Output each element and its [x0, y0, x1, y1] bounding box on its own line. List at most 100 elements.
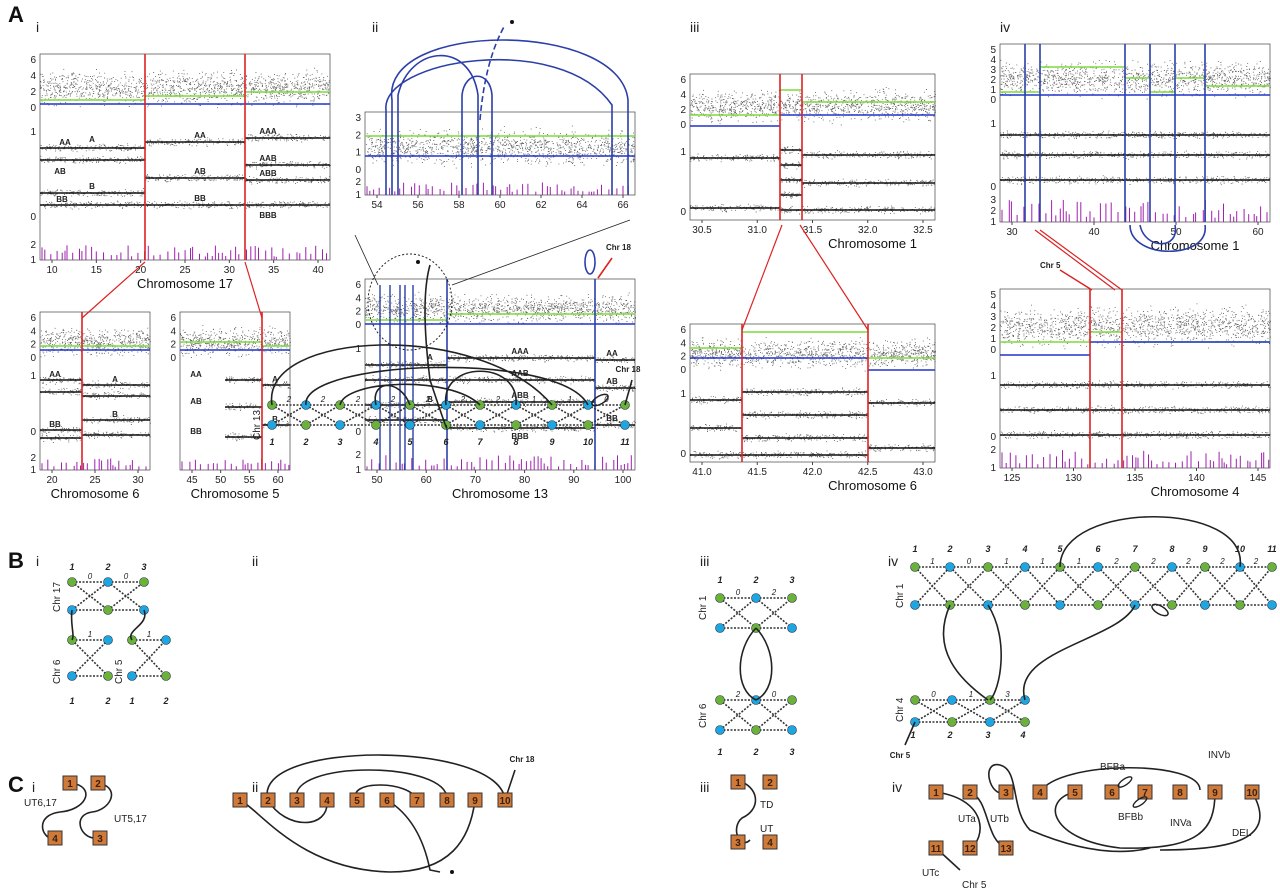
annotation-label: UT6,17	[24, 798, 57, 809]
position-label: 1	[129, 696, 134, 706]
chr-label: Chr 6	[698, 703, 709, 728]
x-tick-label: 140	[1188, 473, 1205, 484]
node-blue	[787, 725, 797, 735]
y-tick-label: 1	[990, 85, 996, 96]
genotype-label: AAB	[259, 154, 277, 163]
x-tick-label: 30.5	[692, 225, 712, 236]
node-blue	[547, 420, 557, 430]
y-tick-label: 1	[990, 334, 996, 345]
annotation-label: UTb	[990, 814, 1009, 825]
x-tick-label: 90	[568, 475, 580, 486]
position-label: 1	[69, 696, 74, 706]
data-points	[366, 125, 636, 169]
edge-weight-label: 1	[930, 557, 934, 566]
reference-edge	[1097, 566, 1136, 606]
y-tick-label: 2	[355, 177, 361, 188]
segment-number: 13	[1000, 844, 1012, 855]
segment-box	[998, 840, 1014, 856]
annotation-label: BFBb	[1118, 812, 1143, 823]
plot-frame	[39, 311, 151, 471]
genotype-label: AA	[49, 370, 61, 379]
sub-label-a-iii: iii	[690, 19, 699, 35]
edge-weight-label: 2	[286, 395, 292, 404]
genotype-label: AB	[54, 167, 66, 176]
y-tick-label: 1	[355, 190, 361, 201]
y-tick-label: 0	[355, 427, 361, 438]
y-tick-label: 5	[990, 290, 996, 301]
node-green	[161, 671, 171, 681]
segment-box	[1067, 784, 1083, 800]
y-tick-label: 3	[990, 312, 996, 323]
segment-number: 3	[1003, 788, 1009, 799]
x-tick-label: 42.5	[858, 467, 878, 478]
unknown-endpoint-dot	[510, 20, 514, 24]
segment-box	[379, 792, 395, 808]
position-label: 2	[104, 696, 110, 706]
x-tick-label: 125	[1004, 473, 1021, 484]
segment-number: 5	[1072, 788, 1078, 799]
edge-weight-label: 1	[1077, 557, 1081, 566]
position-label: 3	[789, 747, 794, 757]
y-tick-label: 0	[30, 212, 36, 223]
position-label: 10	[1235, 544, 1245, 554]
reference-edge	[755, 699, 793, 731]
position-label: 2	[752, 747, 758, 757]
x-tick-label: 55	[244, 475, 256, 486]
segment-box	[1207, 784, 1223, 800]
position-label: 2	[302, 437, 308, 447]
genotype-label: B	[89, 182, 95, 191]
marker-ticks	[41, 245, 327, 260]
sub-label-b-ii: ii	[252, 553, 258, 569]
genotype-label: BBB	[259, 211, 277, 220]
chr18-loop	[584, 249, 596, 275]
y-tick-label: 4	[990, 301, 996, 312]
edge-weight-label: 0	[931, 690, 936, 699]
position-label: 8	[1169, 544, 1174, 554]
variant-edge	[624, 379, 633, 406]
edge-weight-label: 2	[1219, 557, 1225, 566]
segment-box	[439, 792, 455, 808]
chr5-label: Chr 5	[890, 751, 911, 760]
node-green	[1020, 600, 1030, 610]
y-tick-label: 2	[30, 340, 36, 351]
segment-number: 1	[933, 788, 939, 799]
x-tick-label: 50	[215, 475, 227, 486]
chr5-arrow	[1059, 269, 1093, 291]
x-tick-label: 15	[91, 265, 103, 276]
position-label: 1	[717, 747, 722, 757]
node-blue	[1267, 600, 1277, 610]
node-blue	[751, 593, 761, 603]
segment-box	[1104, 784, 1120, 800]
annotation-label: Chr 5	[962, 880, 987, 890]
y-tick-label: 2	[990, 445, 996, 456]
sub-label-b-iii: iii	[700, 553, 709, 569]
y-tick-label: 2	[680, 352, 686, 363]
panel-label-a: A	[8, 2, 24, 27]
y-tick-label: 1	[355, 465, 361, 476]
x-tick-label: 43.0	[913, 467, 933, 478]
reference-edge	[551, 404, 589, 426]
genotype-label: ABB	[511, 391, 529, 400]
node-blue	[67, 671, 77, 681]
position-label: 7	[477, 437, 483, 447]
node-blue	[1200, 600, 1210, 610]
genotype-label: BB	[606, 414, 618, 423]
sub-label-c-iii: iii	[700, 779, 709, 795]
node-blue	[945, 562, 955, 572]
node-green	[511, 420, 521, 430]
variant-edge	[735, 781, 757, 844]
segment-number: 1	[237, 796, 243, 807]
segment-number: 1	[735, 778, 741, 789]
genotype-label: A	[89, 135, 95, 144]
segment-number: 8	[444, 796, 450, 807]
variant-edge	[424, 264, 448, 429]
y-tick-label: 6	[30, 55, 36, 66]
segment-number: 6	[384, 796, 390, 807]
segment-box	[90, 775, 106, 791]
segment-number: 4	[324, 796, 330, 807]
